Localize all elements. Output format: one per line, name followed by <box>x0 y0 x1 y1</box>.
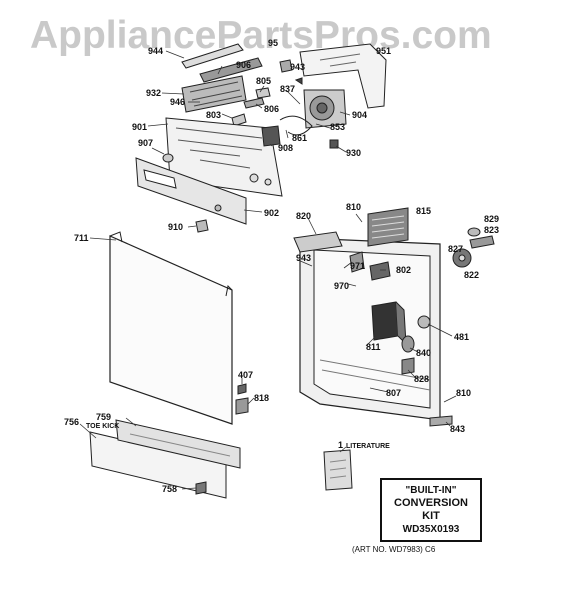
part-932-buttons <box>181 75 247 113</box>
part-815-vent <box>367 207 409 247</box>
label-930: 930 <box>346 148 362 158</box>
part-823 <box>469 235 495 249</box>
part-758-screws <box>195 481 207 495</box>
label-810-bottom: 810 <box>456 388 472 398</box>
label-837: 837 <box>280 84 296 94</box>
label-759: 759 <box>96 412 112 422</box>
part-906-bar <box>199 57 263 83</box>
part-908-switch <box>261 125 281 147</box>
part-820-strip <box>293 231 343 253</box>
label-810-top: 810 <box>346 202 362 212</box>
label-828: 828 <box>414 374 430 384</box>
part-802 <box>369 261 391 281</box>
label-811: 811 <box>366 342 381 352</box>
label-970: 970 <box>334 281 350 291</box>
part-907-knob <box>162 153 174 163</box>
label-904: 904 <box>352 110 368 120</box>
label-literature: LITERATURE <box>346 443 390 450</box>
label-407: 407 <box>238 370 254 380</box>
label-910: 910 <box>168 222 184 232</box>
kit-line-kit: KIT <box>422 510 440 522</box>
part-843-strip <box>429 415 453 427</box>
label-95: 95 <box>268 38 279 48</box>
label-822: 822 <box>464 270 480 280</box>
label-758: 758 <box>162 484 178 494</box>
part-481 <box>417 315 431 329</box>
label-932: 932 <box>146 88 162 98</box>
label-827: 827 <box>448 244 464 254</box>
part-1-literature <box>323 449 353 491</box>
part-811-dispenser <box>371 301 399 341</box>
label-907: 907 <box>138 138 154 148</box>
label-1: 1 <box>338 440 344 450</box>
label-803: 803 <box>206 110 222 120</box>
label-818: 818 <box>254 393 270 403</box>
part-806 <box>243 97 265 109</box>
label-944: 944 <box>148 46 164 56</box>
label-806: 806 <box>264 104 280 114</box>
label-481: 481 <box>454 332 470 342</box>
kit-line-built-in: "BUILT-IN" <box>405 485 457 496</box>
label-823: 823 <box>484 225 500 235</box>
part-943-screw <box>294 77 303 85</box>
label-906: 906 <box>236 60 252 70</box>
part-944-strip <box>181 43 244 69</box>
part-930 <box>329 139 339 149</box>
part-407-clip <box>237 383 247 395</box>
part-829 <box>467 227 481 237</box>
label-902: 902 <box>264 208 280 218</box>
part-805 <box>255 87 271 99</box>
label-820: 820 <box>296 211 312 221</box>
label-843: 843 <box>450 424 466 434</box>
label-943-door: 943 <box>296 253 312 263</box>
label-946: 946 <box>170 97 186 107</box>
label-901: 901 <box>132 122 148 132</box>
kit-line-part-number: WD35X0193 <box>402 524 460 535</box>
art-number: (ART NO. WD7983) C6 <box>352 545 436 554</box>
part-818-hinge <box>235 397 249 415</box>
part-910 <box>195 219 209 233</box>
label-861: 861 <box>292 133 308 143</box>
label-971: 971 <box>350 261 366 271</box>
label-829: 829 <box>484 214 500 224</box>
part-971-latch <box>349 251 365 273</box>
part-861-wire <box>279 115 313 136</box>
label-711: 711 <box>74 233 89 243</box>
label-802: 802 <box>396 265 412 275</box>
label-943-top: 943 <box>290 62 306 72</box>
label-853: 853 <box>330 122 346 132</box>
label-807: 807 <box>386 388 402 398</box>
label-908: 908 <box>278 143 294 153</box>
kit-line-conversion: CONVERSION <box>394 497 468 509</box>
label-840: 840 <box>416 348 432 358</box>
label-toe-kick: TOE KICK <box>86 423 120 430</box>
conversion-kit-box: "BUILT-IN" CONVERSION KIT WD35X0193 <box>380 478 482 542</box>
part-840 <box>401 335 415 353</box>
part-711-door-panel <box>109 235 233 425</box>
label-815: 815 <box>416 206 432 216</box>
part-803 <box>231 113 247 127</box>
part-828 <box>401 357 415 375</box>
part-95 <box>279 59 293 73</box>
label-951: 951 <box>376 46 392 56</box>
label-805: 805 <box>256 76 272 86</box>
watermark: AppliancePartsPros.com <box>30 14 492 57</box>
part-759-toe-kick-trim <box>115 419 241 469</box>
label-756: 756 <box>64 417 80 427</box>
